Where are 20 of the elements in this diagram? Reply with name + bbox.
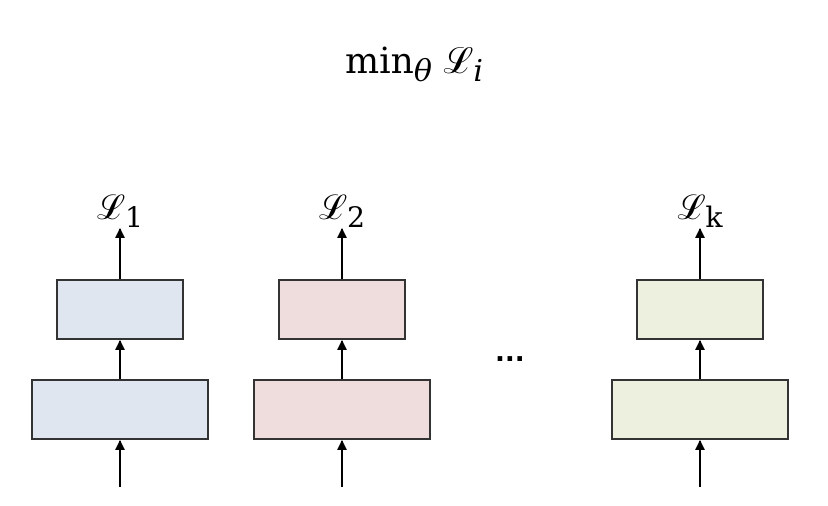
loss-label: ℒ$_{2}$ xyxy=(312,188,372,228)
layer-box xyxy=(56,279,184,340)
layer-box xyxy=(636,279,764,340)
layer-box xyxy=(253,379,431,440)
arrow xyxy=(115,440,125,487)
objective-formula: min$_{θ}$ ℒ$_{i}$ xyxy=(344,40,484,90)
arrow xyxy=(115,228,125,279)
layer-box xyxy=(278,279,406,340)
arrow xyxy=(695,228,705,279)
arrow xyxy=(695,440,705,487)
ellipsis: ... xyxy=(495,340,525,366)
arrow xyxy=(337,440,347,487)
arrow xyxy=(695,340,705,379)
layer-box xyxy=(31,379,209,440)
loss-label: ℒ$_{k}$ xyxy=(670,188,730,228)
arrow xyxy=(115,340,125,379)
arrow xyxy=(337,228,347,279)
loss-label: ℒ$_{1}$ xyxy=(90,188,150,228)
arrow xyxy=(337,340,347,379)
layer-box xyxy=(611,379,789,440)
